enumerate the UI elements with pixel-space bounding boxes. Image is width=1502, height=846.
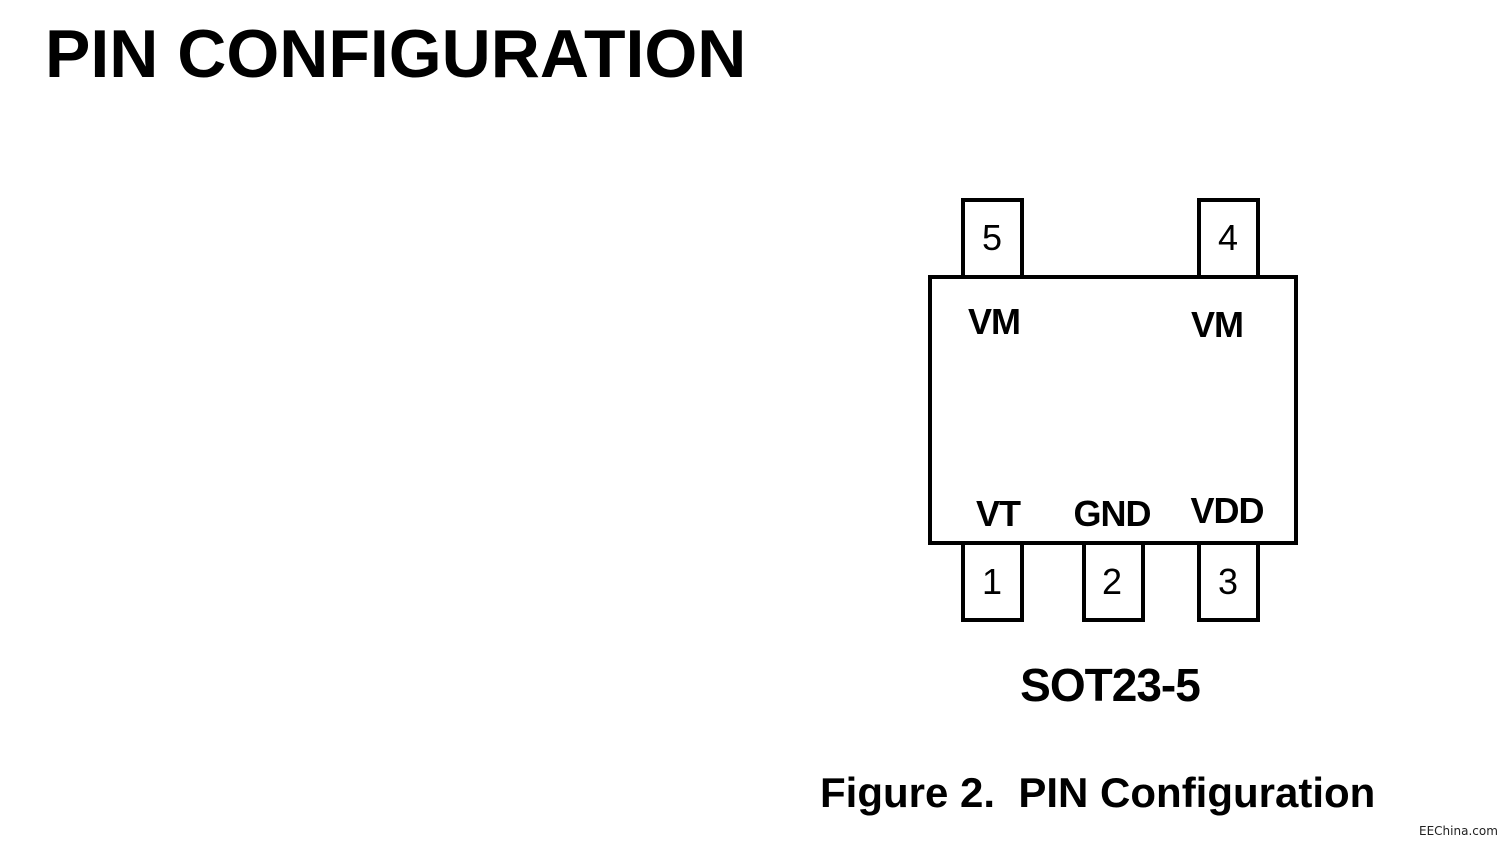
watermark: EEChina.com (1419, 824, 1498, 838)
pin-name: GND (1074, 493, 1151, 534)
package-name: SOT23-5 (1020, 659, 1201, 711)
pin-name: VDD (1190, 490, 1263, 531)
pin-number: 1 (982, 561, 1002, 602)
pin-2-lead (1082, 541, 1145, 622)
pin-name: VM (1191, 304, 1243, 345)
pin-3-lead (1197, 541, 1260, 622)
figure-caption: Figure 2. PIN Configuration (820, 769, 1376, 816)
pin-number: 5 (982, 217, 1002, 258)
pin-number: 3 (1218, 561, 1238, 602)
pin-4-lead (1197, 198, 1260, 279)
pin-number: 2 (1102, 561, 1122, 602)
page-heading: PIN CONFIGURATION (45, 16, 747, 92)
pin-name: VT (976, 493, 1021, 534)
pin-number: 4 (1218, 217, 1238, 258)
pin-1-lead (961, 541, 1024, 622)
pin-name: VM (968, 301, 1020, 342)
pin-5-lead (961, 198, 1024, 279)
